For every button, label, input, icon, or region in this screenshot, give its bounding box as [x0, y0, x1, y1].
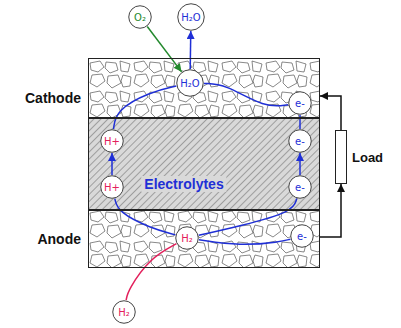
cathode-layer: CathodeH₂Oe- [88, 58, 320, 118]
electrolyte-layer: Electrolytes H+ e- H+ e- [88, 118, 320, 210]
electron-bubble: e- [288, 129, 312, 153]
text-holder: Cathode [25, 89, 81, 107]
flow-line [111, 153, 113, 175]
anode-layer: AnodeH₂e- [88, 210, 320, 268]
fuel-bubble: H₂ [175, 226, 199, 250]
layer-label: Anode [37, 231, 81, 247]
bubble-circle [176, 227, 199, 250]
text-holder: H₂O [177, 3, 205, 31]
proton-bubble: H+ [100, 129, 124, 153]
anode-porous-fill [88, 210, 320, 268]
text-holder: H₂O [176, 69, 204, 97]
electrolyte-hatch-fill [88, 118, 320, 210]
species-label: H+ [104, 182, 120, 193]
species-label: H₂ [181, 233, 193, 244]
flow-line [126, 244, 176, 300]
electron-bubble: e- [290, 224, 314, 248]
fuel-bubble: H₂ [112, 300, 136, 324]
electron-bubble: e- [288, 91, 312, 115]
flow-line [199, 199, 297, 236]
flow-line [299, 153, 301, 175]
flow-line [115, 199, 176, 235]
text-holder: e- [290, 224, 314, 248]
bubble-circle [289, 92, 312, 115]
text-holder: H₂ [112, 300, 136, 324]
reactant-bubble: O₂ [128, 5, 152, 29]
circuit-wire [320, 184, 341, 237]
flow-line [189, 31, 191, 69]
load-resistor: Load [335, 130, 347, 184]
layer-label: Cathode [25, 90, 81, 106]
bubble-circle [177, 70, 204, 97]
text-holder: Electrolytes [141, 175, 226, 193]
species-label: H₂O [181, 12, 200, 23]
text-holder: e- [288, 91, 312, 115]
layer-label: Load [352, 150, 383, 165]
species-label: e- [295, 98, 305, 109]
text-holder: e- [288, 129, 312, 153]
bubble-circle [289, 176, 312, 199]
text-holder: Load [352, 148, 383, 166]
product-bubble: H₂O [176, 69, 204, 97]
bubble-circle [291, 225, 314, 248]
species-label: e- [295, 136, 305, 147]
bubble-circle [289, 130, 312, 153]
flow-line [147, 27, 181, 72]
electron-bubble: e- [288, 175, 312, 199]
flow-line [199, 239, 291, 244]
circuit-wire [320, 96, 341, 130]
species-label: O₂ [134, 12, 146, 23]
species-label: H₂ [118, 307, 130, 318]
bubble-circle [129, 6, 152, 29]
layer-label: Electrolytes [141, 176, 226, 192]
bubble-circle [101, 130, 124, 153]
text-holder: H₂ [175, 226, 199, 250]
species-label: H₂O [180, 78, 199, 89]
bubble-circle [113, 301, 136, 324]
flow-line [204, 83, 288, 105]
text-holder: H+ [100, 129, 124, 153]
species-label: e- [297, 231, 307, 242]
bubble-circle [178, 4, 205, 31]
proton-bubble: H+ [100, 175, 124, 199]
text-holder: e- [288, 175, 312, 199]
flow-line [114, 86, 177, 129]
species-label: H+ [104, 136, 120, 147]
bubble-circle [101, 176, 124, 199]
text-holder: Anode [37, 230, 81, 248]
text-holder: O₂ [128, 5, 152, 29]
species-label: e- [295, 182, 305, 193]
text-holder: H+ [100, 175, 124, 199]
product-bubble: H₂O [177, 3, 205, 31]
